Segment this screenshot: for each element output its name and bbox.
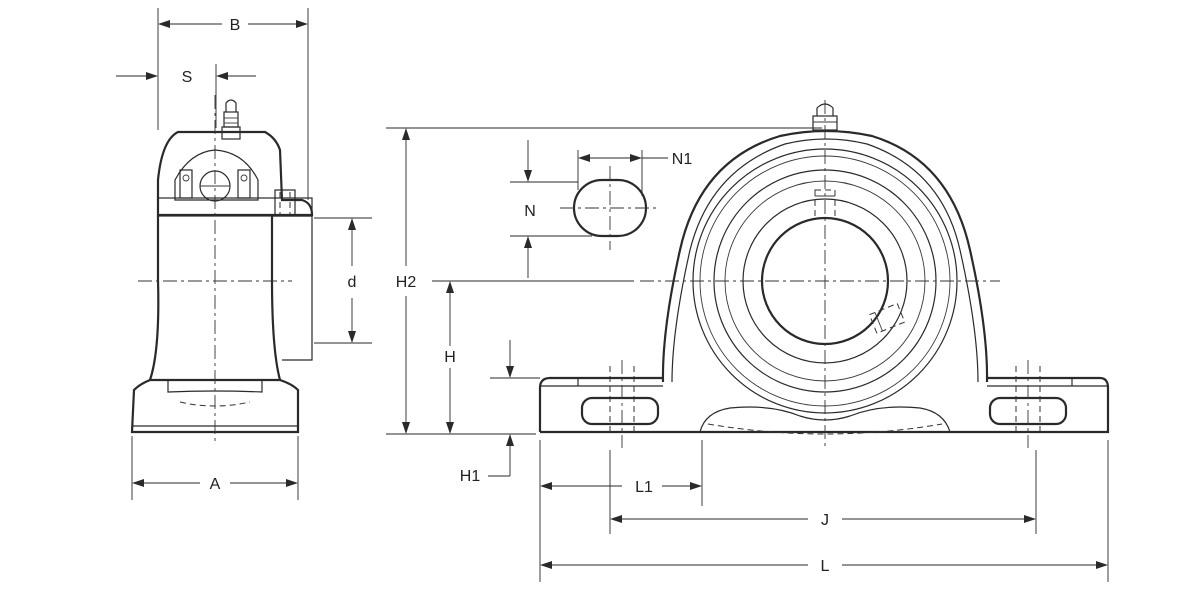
dim-label-B: B [230, 17, 241, 34]
dim-label-N1: N1 [672, 151, 693, 168]
front-view [538, 100, 1110, 450]
dim-J: J [609, 450, 1037, 534]
dim-label-H2: H2 [396, 274, 417, 291]
dim-d: d [314, 217, 372, 344]
dim-label-J: J [821, 512, 829, 529]
dim-label-A: A [210, 476, 221, 493]
dim-S: S [116, 64, 256, 128]
dim-B: B [157, 8, 309, 200]
front-housing-outer [661, 129, 989, 383]
side-grease-fitting-icon [221, 99, 241, 140]
dim-A: A [131, 436, 299, 500]
front-base [540, 376, 1110, 434]
dim-label-L1: L1 [635, 479, 653, 496]
side-housing-section [156, 130, 314, 217]
dim-label-H1: H1 [460, 468, 481, 485]
dim-H2: H2 [386, 127, 822, 435]
side-view [130, 95, 314, 445]
dim-L1: L1 [539, 440, 703, 582]
dim-L: L [540, 440, 1109, 582]
dim-label-H: H [444, 349, 456, 366]
left-mounting-slot [580, 396, 660, 426]
dim-label-N: N [524, 203, 536, 220]
dim-label-L: L [821, 558, 830, 575]
slot-detail: N1 N [510, 140, 692, 278]
dim-label-d: d [348, 274, 357, 291]
dim-label-S: S [182, 69, 193, 86]
dim-H1: H1 [460, 340, 540, 485]
dim-H: H [432, 280, 634, 434]
